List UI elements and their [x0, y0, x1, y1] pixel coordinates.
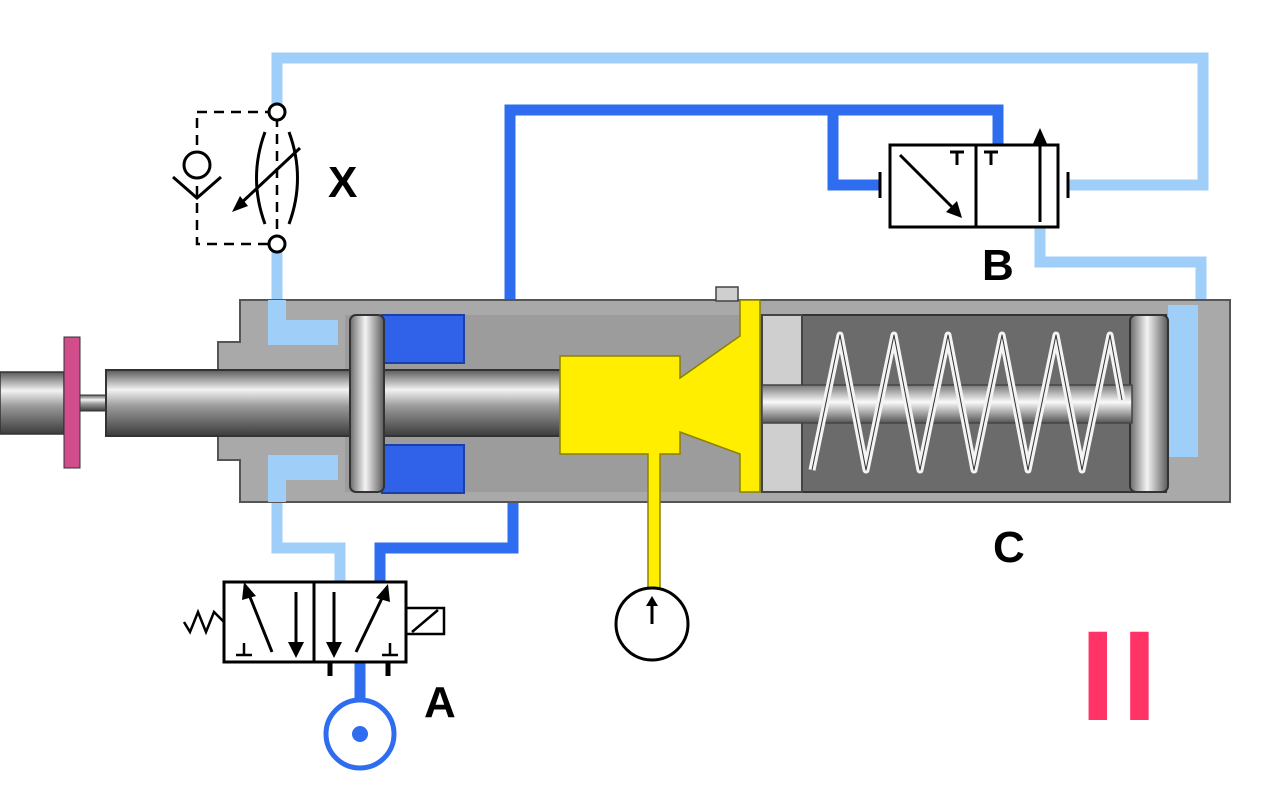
rod-coupling	[79, 394, 107, 412]
piston-rod-assembly	[0, 314, 587, 493]
valve-b	[878, 128, 1070, 229]
valve-a-lever-icon	[406, 606, 446, 636]
valve-b-inlet-line	[827, 110, 880, 191]
throttle-dashed-frame	[195, 110, 279, 246]
head-air-passage-bottom	[268, 455, 338, 502]
top-return-line	[271, 52, 1209, 191]
valve-a-left-box	[222, 580, 316, 664]
rod-end-plate	[63, 336, 81, 469]
adjust-arrow-icon	[236, 146, 302, 208]
step-marker: II	[1080, 605, 1163, 748]
check-valve-seat-icon	[172, 175, 222, 200]
throttle-curve-right	[287, 131, 299, 225]
sensor-plug	[715, 286, 739, 302]
valve-a-exhaust-right-icon	[382, 643, 398, 657]
label-a: A	[424, 678, 456, 727]
valve-a	[182, 580, 446, 676]
spring-shaft	[761, 384, 1133, 424]
valve-a-arrow-up-left-icon	[246, 591, 274, 653]
end-cap-air-channel	[1168, 305, 1198, 457]
pressure-sensor	[559, 286, 761, 662]
valve-a-spring-icon	[182, 608, 225, 636]
throttle-port-bottom	[267, 234, 287, 254]
label-c: C	[993, 523, 1025, 572]
pressure-source	[323, 697, 397, 771]
sensor-body	[559, 299, 761, 591]
valve-b-to-cylinder-end-line	[1034, 226, 1207, 300]
valve-b-exhaust-left-icon	[950, 150, 964, 165]
throttle-check-valve-x	[172, 102, 302, 254]
check-valve-ball-icon	[182, 150, 212, 180]
piston-rod	[105, 369, 587, 437]
valve-b-right-box	[974, 143, 1060, 229]
valve-b-diagonal-arrow-icon	[898, 153, 962, 217]
label-x: X	[328, 158, 357, 207]
valve-b-exhaust-right-icon	[984, 150, 998, 165]
valve-a-arrow-up-right-icon	[354, 593, 386, 653]
label-b: B	[982, 241, 1014, 290]
valve-a-right-box	[312, 580, 408, 664]
head-air-passage-top	[268, 300, 338, 345]
piston	[349, 314, 385, 493]
lower-chamber	[381, 444, 465, 494]
throttle-port-top	[267, 102, 287, 122]
throttle-curve-left	[255, 131, 267, 225]
rod-end-left	[0, 371, 65, 435]
valve-a-exhaust-left-icon	[236, 643, 252, 657]
spring-piston	[1129, 314, 1169, 493]
upper-chamber	[381, 314, 465, 364]
